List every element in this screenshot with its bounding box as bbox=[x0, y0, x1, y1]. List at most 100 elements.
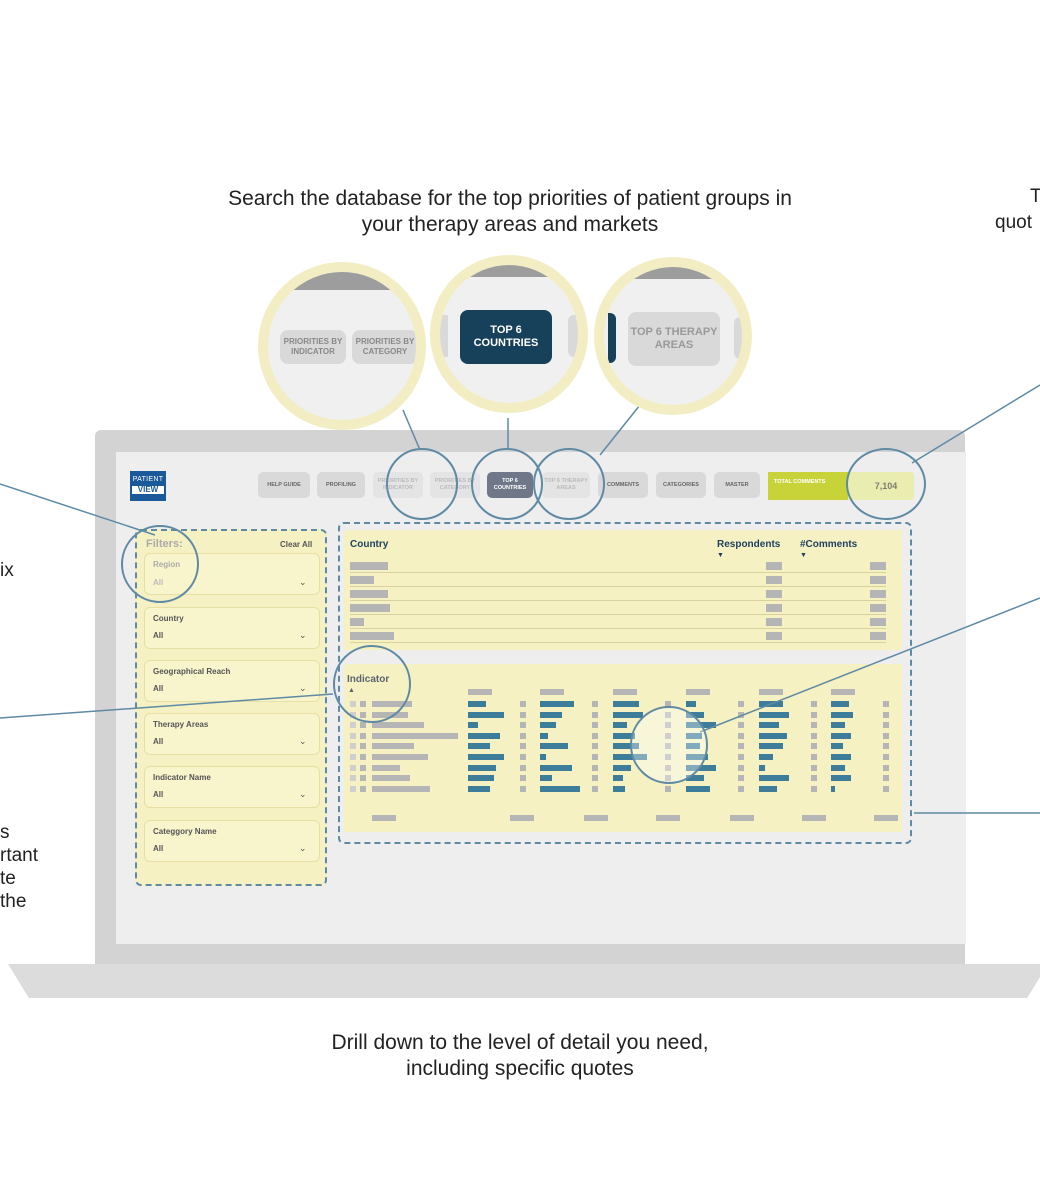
indicator-pct-placeholder bbox=[592, 743, 598, 750]
indicator-row-label bbox=[360, 785, 366, 792]
respondents-placeholder bbox=[766, 562, 782, 570]
indicator-bar bbox=[613, 775, 623, 782]
indicator-pct-placeholder bbox=[738, 743, 744, 750]
comments-placeholder bbox=[870, 618, 886, 626]
chevron-down-icon[interactable]: ⌄ bbox=[299, 736, 307, 746]
indicator-bar bbox=[468, 711, 504, 718]
indicator-pct-placeholder bbox=[520, 775, 526, 782]
indicator-pct-placeholder bbox=[811, 775, 817, 782]
indicator-bar bbox=[759, 732, 787, 739]
logo-line-1: PATIENT bbox=[132, 476, 164, 483]
nav-categories[interactable]: CATEGORIES bbox=[656, 472, 706, 498]
side-fragment-left-2: s bbox=[0, 822, 10, 843]
country-header[interactable]: Country bbox=[350, 539, 389, 550]
sort-down-icon[interactable]: ▼ bbox=[717, 552, 724, 559]
zoom-priorities-by-category[interactable]: PRIORITIES BY CATEGORY bbox=[352, 330, 416, 364]
nav-comments[interactable]: COMMENTS bbox=[598, 472, 648, 498]
highlight-ring-bars bbox=[630, 706, 708, 784]
indicator-bar bbox=[759, 754, 773, 760]
sort-down-icon[interactable]: ▼ bbox=[800, 552, 807, 559]
indicator-pct-placeholder bbox=[592, 711, 598, 718]
indicator-bar bbox=[613, 754, 647, 760]
indicator-row-label bbox=[350, 764, 356, 771]
indicator-pct-placeholder bbox=[738, 732, 744, 739]
respondents-header[interactable]: Respondents bbox=[717, 539, 781, 550]
country-row-placeholder bbox=[350, 576, 374, 584]
indicator-bar bbox=[831, 722, 845, 729]
indicator-pct-placeholder bbox=[520, 754, 526, 760]
indicator-pct-placeholder bbox=[811, 785, 817, 792]
indicator-pct-placeholder bbox=[592, 701, 598, 707]
row-divider bbox=[350, 572, 886, 573]
indicator-bar bbox=[831, 732, 851, 739]
indicator-pct-placeholder bbox=[520, 711, 526, 718]
clear-all-link[interactable]: Clear All bbox=[280, 540, 313, 549]
row-divider bbox=[350, 586, 886, 587]
indicator-bar bbox=[540, 764, 572, 771]
chevron-down-icon[interactable]: ⌄ bbox=[299, 630, 307, 640]
indicator-row-label bbox=[360, 764, 366, 771]
zoom-top6-countries[interactable]: TOP 6 COUNTRIES bbox=[460, 310, 552, 364]
chevron-down-icon[interactable]: ⌄ bbox=[299, 843, 307, 853]
indicator-pct-placeholder bbox=[738, 701, 744, 707]
nav-master[interactable]: MASTER bbox=[714, 472, 760, 498]
indicator-bar bbox=[540, 785, 580, 792]
indicator-pct-placeholder bbox=[811, 764, 817, 771]
indicator-row-label bbox=[350, 732, 356, 739]
filter-country[interactable] bbox=[144, 607, 320, 649]
comments-placeholder bbox=[870, 590, 886, 598]
indicator-bar bbox=[613, 711, 643, 718]
column-head-placeholder bbox=[613, 689, 637, 695]
indicator-footer-placeholder bbox=[802, 815, 826, 821]
indicator-pct-placeholder bbox=[592, 764, 598, 771]
comments-placeholder bbox=[870, 576, 886, 584]
filter-therapy-areas[interactable] bbox=[144, 713, 320, 755]
indicator-pct-placeholder bbox=[520, 785, 526, 792]
comments-placeholder bbox=[870, 604, 886, 612]
filter-category-name[interactable] bbox=[144, 820, 320, 862]
total-comments-label: TOTAL COMMENTS bbox=[768, 472, 848, 500]
patientview-logo[interactable]: PATIENT VIEW bbox=[130, 471, 166, 501]
indicator-row-label bbox=[360, 743, 366, 750]
chevron-down-icon[interactable]: ⌄ bbox=[299, 683, 307, 693]
indicator-pct-placeholder bbox=[738, 775, 744, 782]
indicator-row-label bbox=[372, 785, 430, 792]
chevron-down-icon[interactable]: ⌄ bbox=[299, 789, 307, 799]
nav-profiling[interactable]: PROFILING bbox=[317, 472, 365, 498]
indicator-bar bbox=[540, 732, 548, 739]
indicator-bar bbox=[613, 743, 639, 750]
nav-help-guide[interactable]: HELP GUIDE bbox=[258, 472, 310, 498]
respondents-placeholder bbox=[766, 632, 782, 640]
country-row-placeholder bbox=[350, 632, 394, 640]
comments-placeholder bbox=[870, 632, 886, 640]
indicator-pct-placeholder bbox=[738, 764, 744, 771]
indicator-pct-placeholder bbox=[883, 743, 889, 750]
indicator-pct-placeholder bbox=[811, 722, 817, 729]
indicator-footer-placeholder bbox=[584, 815, 608, 821]
filter-country-value: All bbox=[153, 631, 164, 640]
side-fragment-top-right-1: T bbox=[1030, 186, 1040, 207]
chevron-down-icon[interactable]: ⌄ bbox=[299, 577, 307, 587]
indicator-pct-placeholder bbox=[883, 701, 889, 707]
highlight-ring-total bbox=[846, 448, 926, 520]
filter-geographical-reach-label: Geographical Reach bbox=[153, 667, 231, 676]
zoom-top6-therapy-areas[interactable]: TOP 6 THERAPY AREAS bbox=[628, 312, 720, 366]
respondents-placeholder bbox=[766, 576, 782, 584]
bottom-caption: Drill down to the level of detail you ne… bbox=[331, 1031, 709, 1080]
zoom-circle-top6-countries: TOP 6 COUNTRIES bbox=[430, 255, 588, 413]
respondents-placeholder bbox=[766, 618, 782, 626]
indicator-pct-placeholder bbox=[883, 711, 889, 718]
indicator-pct-placeholder bbox=[883, 775, 889, 782]
filter-therapy-areas-value: All bbox=[153, 737, 164, 746]
indicator-pct-placeholder bbox=[883, 722, 889, 729]
filter-indicator-name[interactable] bbox=[144, 766, 320, 808]
country-row-placeholder bbox=[350, 562, 388, 570]
side-fragment-left-1: ix bbox=[0, 560, 14, 581]
comments-header[interactable]: #Comments bbox=[800, 539, 858, 550]
column-head-placeholder bbox=[831, 689, 855, 695]
indicator-bar bbox=[831, 775, 851, 782]
indicator-bar bbox=[831, 711, 853, 718]
row-divider bbox=[350, 614, 886, 615]
zoom-priorities-by-indicator[interactable]: PRIORITIES BY INDICATOR bbox=[280, 330, 346, 364]
respondents-placeholder bbox=[766, 590, 782, 598]
